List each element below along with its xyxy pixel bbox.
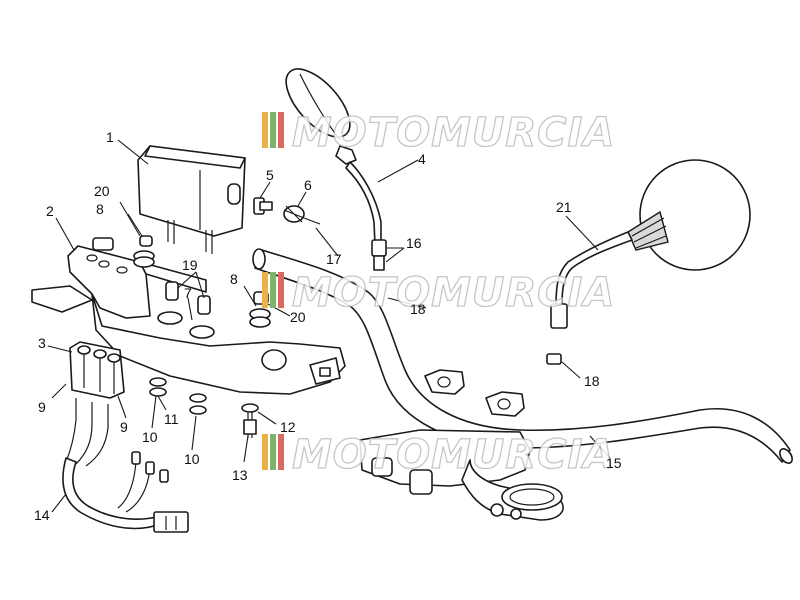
part-label-18b: 18	[410, 301, 426, 317]
watermark-top: MOTOMURCIA	[262, 109, 615, 157]
watermark-stripe	[270, 272, 276, 308]
part-label-17: 17	[326, 251, 342, 267]
wiring-harness	[62, 398, 189, 533]
watermark-stripe	[262, 434, 268, 470]
part-label-15: 15	[606, 455, 622, 471]
watermark-text: MOTOMURCIA	[292, 270, 615, 316]
part-label-10a: 10	[142, 429, 158, 445]
small-hardware	[133, 197, 321, 438]
mirror-left	[285, 68, 387, 271]
part-label-11: 11	[164, 411, 179, 427]
part-label-8a: 8	[96, 201, 104, 217]
switch-block	[69, 341, 125, 399]
part-label-9a: 9	[38, 399, 46, 415]
part-label-20a: 20	[94, 183, 110, 199]
part-label-9b: 9	[120, 419, 128, 435]
watermark-stripe	[262, 272, 268, 308]
part-label-7: 7	[184, 285, 192, 301]
part-label-19: 19	[182, 257, 198, 273]
part-label-14: 14	[34, 507, 50, 523]
watermark-text: MOTOMURCIA	[292, 432, 615, 478]
top-yoke	[359, 429, 564, 521]
dashboard-bracket	[31, 237, 346, 395]
part-label-13: 13	[232, 467, 248, 483]
mirror-right	[546, 159, 751, 365]
part-label-3: 3	[38, 335, 46, 351]
leader-lines	[47, 139, 611, 513]
part-label-21: 21	[556, 199, 572, 215]
part-label-10b: 10	[184, 451, 200, 467]
part-labels: 1 2 3 4 5 6 7 8 8 9 9 10 10 11 12 13 14 …	[34, 129, 622, 523]
watermark-bottom: MOTOMURCIA	[262, 431, 615, 479]
watermark-middle: MOTOMURCIA	[262, 269, 615, 317]
watermark-stripe	[278, 272, 284, 308]
part-label-6: 6	[304, 177, 312, 193]
part-label-16: 16	[406, 235, 422, 251]
watermark-text: MOTOMURCIA	[292, 110, 615, 156]
watermark-stripe	[270, 434, 276, 470]
watermark-stripe	[262, 112, 268, 148]
part-label-5: 5	[266, 167, 274, 183]
part-label-20b: 20	[290, 309, 306, 325]
part-label-18a: 18	[584, 373, 600, 389]
watermark-stripe	[278, 434, 284, 470]
part-label-8b: 8	[230, 271, 238, 287]
instrument-unit	[137, 145, 246, 254]
watermark-stripe	[270, 112, 276, 148]
part-label-2: 2	[46, 203, 54, 219]
part-label-4: 4	[418, 151, 426, 167]
handlebar-clamps	[424, 369, 525, 417]
part-label-1: 1	[106, 129, 114, 145]
handlebar	[252, 248, 793, 464]
watermark-stripe	[278, 112, 284, 148]
part-label-12: 12	[280, 419, 296, 435]
